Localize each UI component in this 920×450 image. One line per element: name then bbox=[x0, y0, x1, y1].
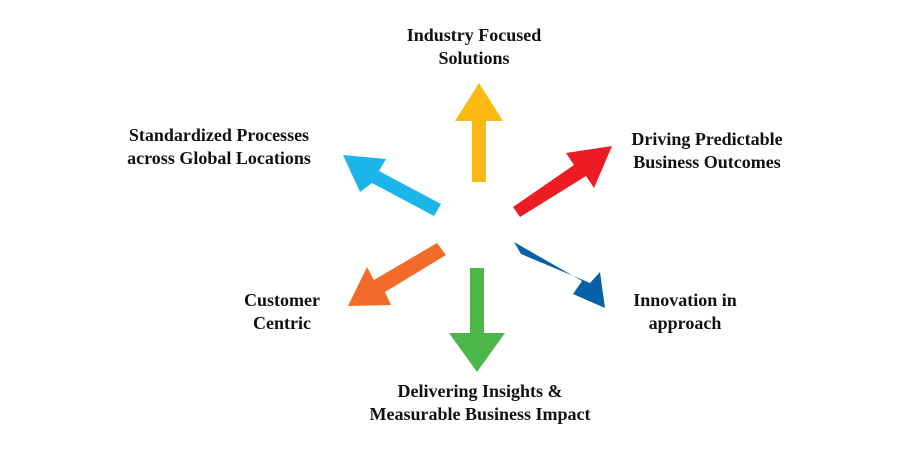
label-line: approach bbox=[648, 313, 722, 333]
label-line: Standardized Processes bbox=[128, 125, 310, 145]
label-line: Solutions bbox=[438, 48, 510, 68]
label-line: Centric bbox=[253, 313, 311, 333]
arrow-innovation bbox=[514, 242, 605, 308]
label-line: Customer bbox=[244, 290, 320, 310]
label-standardized-processes: Standardized Processes across Global Loc… bbox=[102, 124, 336, 170]
arrow-delivering-insights bbox=[449, 268, 505, 372]
arrow-industry-focused bbox=[455, 83, 503, 182]
arrow-customer-centric bbox=[348, 243, 446, 306]
label-industry-focused: Industry Focused Solutions bbox=[394, 24, 554, 70]
label-line: Measurable Business Impact bbox=[369, 404, 591, 424]
label-innovation: Innovation in approach bbox=[610, 289, 760, 335]
arrow-driving-predictable bbox=[513, 146, 612, 217]
label-line: Delivering Insights & bbox=[397, 381, 563, 401]
label-driving-predictable: Driving Predictable Business Outcomes bbox=[612, 128, 802, 174]
label-line: across Global Locations bbox=[127, 148, 311, 168]
label-line: Business Outcomes bbox=[633, 152, 781, 172]
label-delivering-insights: Delivering Insights & Measurable Busines… bbox=[344, 380, 616, 426]
label-line: Driving Predictable bbox=[631, 129, 783, 149]
arrow-standardized-processes bbox=[343, 155, 441, 216]
label-line: Innovation in bbox=[633, 290, 737, 310]
label-customer-centric: Customer Centric bbox=[222, 289, 342, 335]
label-line: Industry Focused bbox=[406, 25, 542, 45]
